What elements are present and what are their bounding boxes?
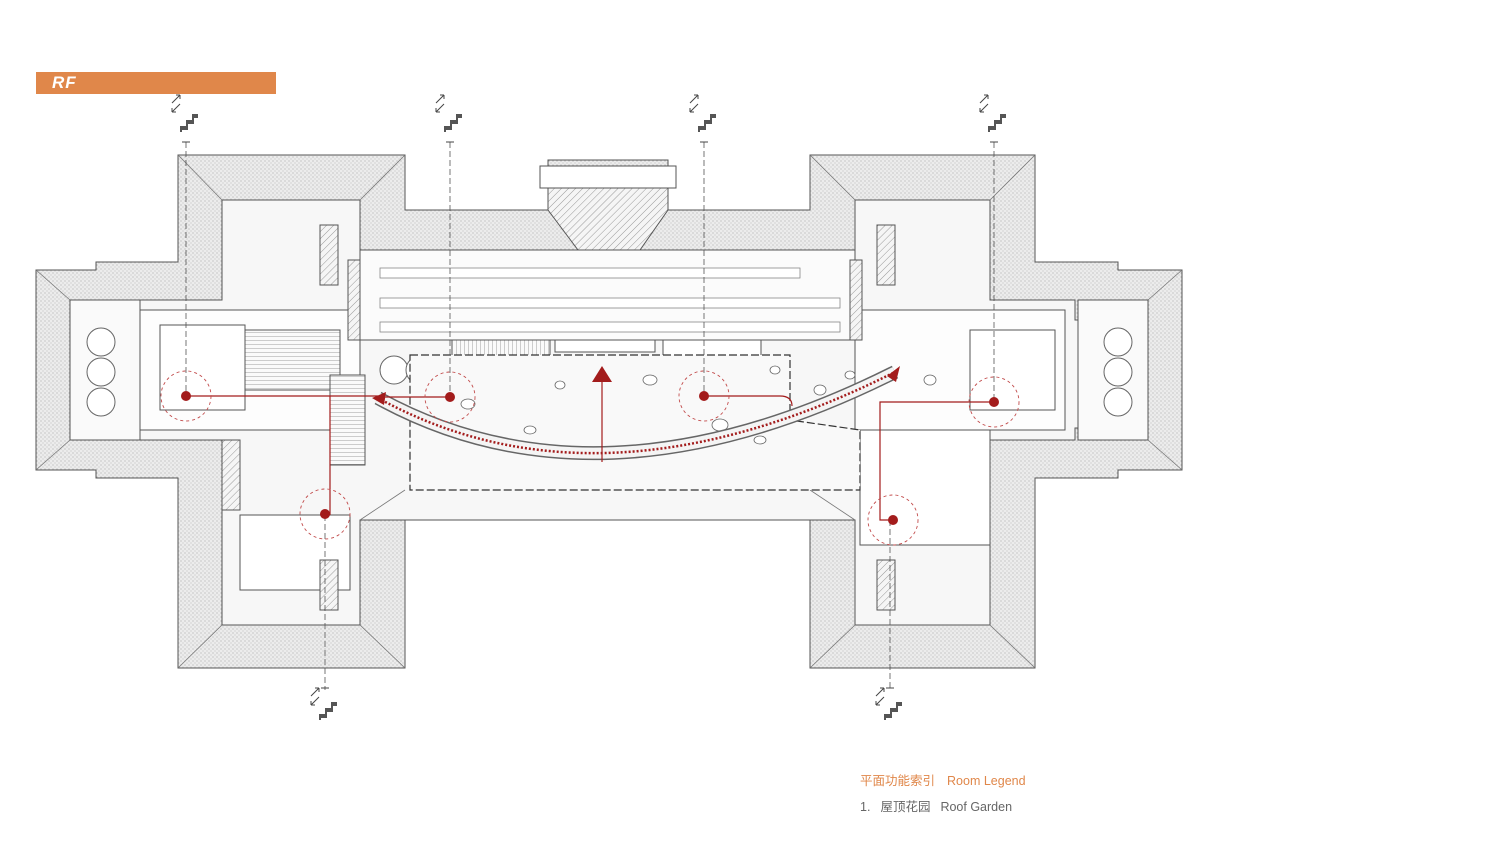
legend-title-en: Room Legend	[947, 774, 1026, 788]
stair-marker	[689, 94, 716, 143]
stair-icon	[174, 114, 198, 132]
circulation-axes	[185, 142, 995, 690]
stair-icon	[878, 702, 902, 720]
visitor-route	[186, 370, 994, 521]
stair-marker	[435, 94, 462, 143]
stair-marker	[171, 94, 198, 143]
route-node-icon	[320, 509, 330, 519]
route-nodes	[181, 391, 999, 525]
stair-marker	[875, 687, 902, 720]
route-arrow-icon	[887, 366, 900, 382]
node-radius-rings	[160, 370, 1020, 546]
legend-title: 平面功能索引 Room Legend	[860, 770, 1038, 789]
stair-marker	[310, 687, 337, 720]
stair-marker	[979, 94, 1006, 143]
route-node-icon	[699, 391, 709, 401]
route-node-icon	[989, 397, 999, 407]
stair-icon	[313, 702, 337, 720]
route-arrows	[372, 366, 900, 405]
legend-item-cn: 屋顶花园	[880, 800, 931, 814]
legend-item-num: 1.	[860, 800, 871, 814]
stair-icon	[438, 114, 462, 132]
floor-tag: RF	[36, 72, 276, 94]
elevator-arrows-icon	[171, 94, 181, 113]
route-node-icon	[445, 392, 455, 402]
elevator-arrows-icon	[979, 94, 989, 113]
elevator-arrows-icon	[310, 687, 320, 706]
elevator-arrows-icon	[875, 687, 885, 706]
stair-markers	[171, 94, 1006, 720]
stair-icon	[692, 114, 716, 132]
room-legend: 平面功能索引 Room Legend 1. 屋顶花园 Roof Garden	[860, 770, 1038, 815]
stair-icon	[982, 114, 1006, 132]
route-node-icon	[181, 391, 191, 401]
roof-garden-area	[409, 354, 861, 491]
route-node-icon	[888, 515, 898, 525]
elevator-arrows-icon	[689, 94, 699, 113]
building-outline	[35, 154, 1183, 669]
legend-item-en: Roof Garden	[940, 800, 1013, 814]
route-arrow-icon	[592, 366, 612, 382]
legend-item: 1. 屋顶花园 Roof Garden	[860, 796, 1038, 815]
elevator-arrows-icon	[435, 94, 445, 113]
route-arrow-icon	[372, 392, 386, 405]
legend-title-cn: 平面功能索引	[860, 774, 936, 788]
